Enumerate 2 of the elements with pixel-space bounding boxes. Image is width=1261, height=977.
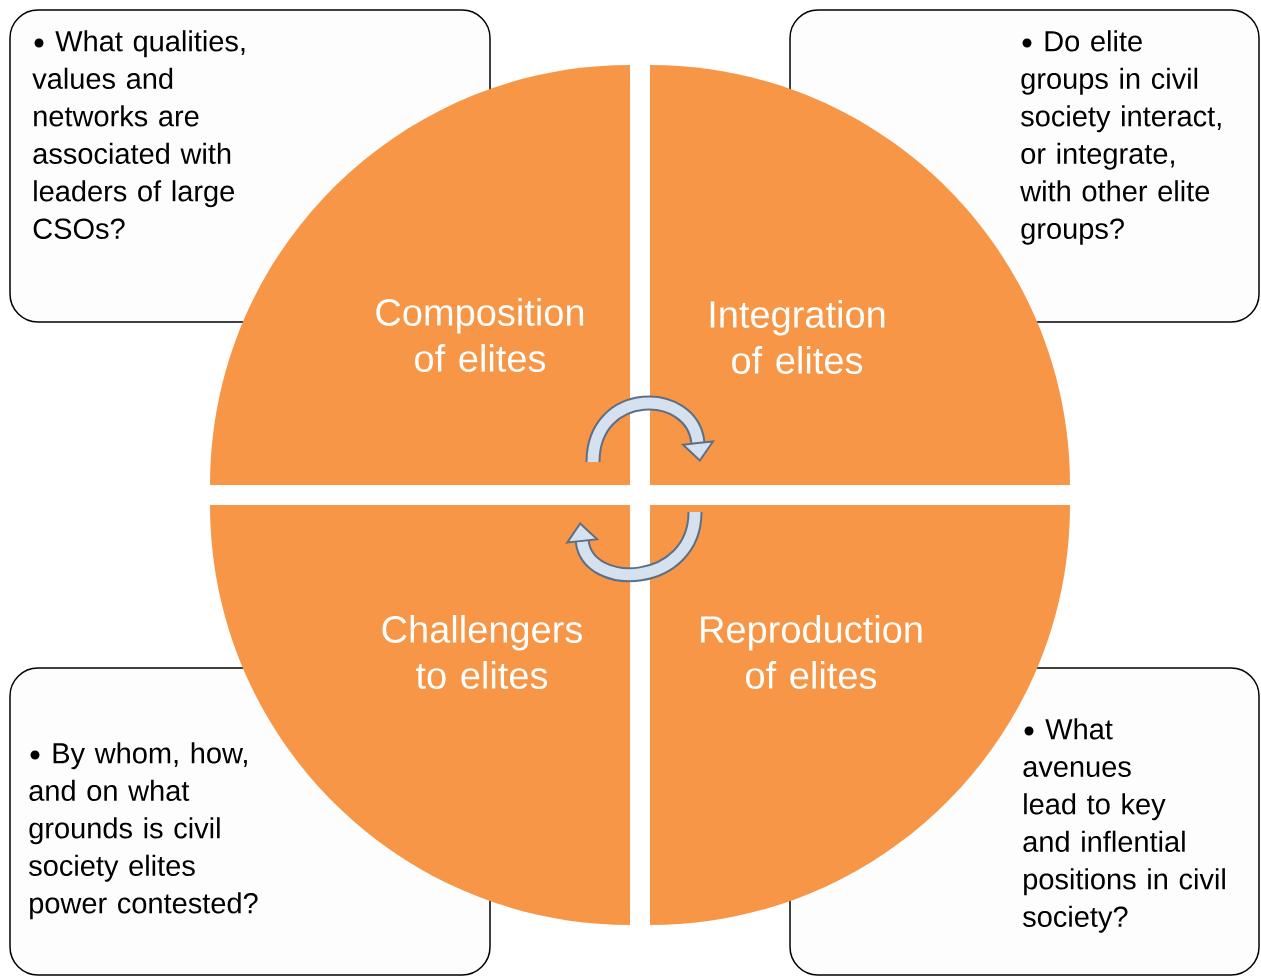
cycle-arrow [565, 511, 703, 582]
cycle-arrow [585, 395, 715, 463]
